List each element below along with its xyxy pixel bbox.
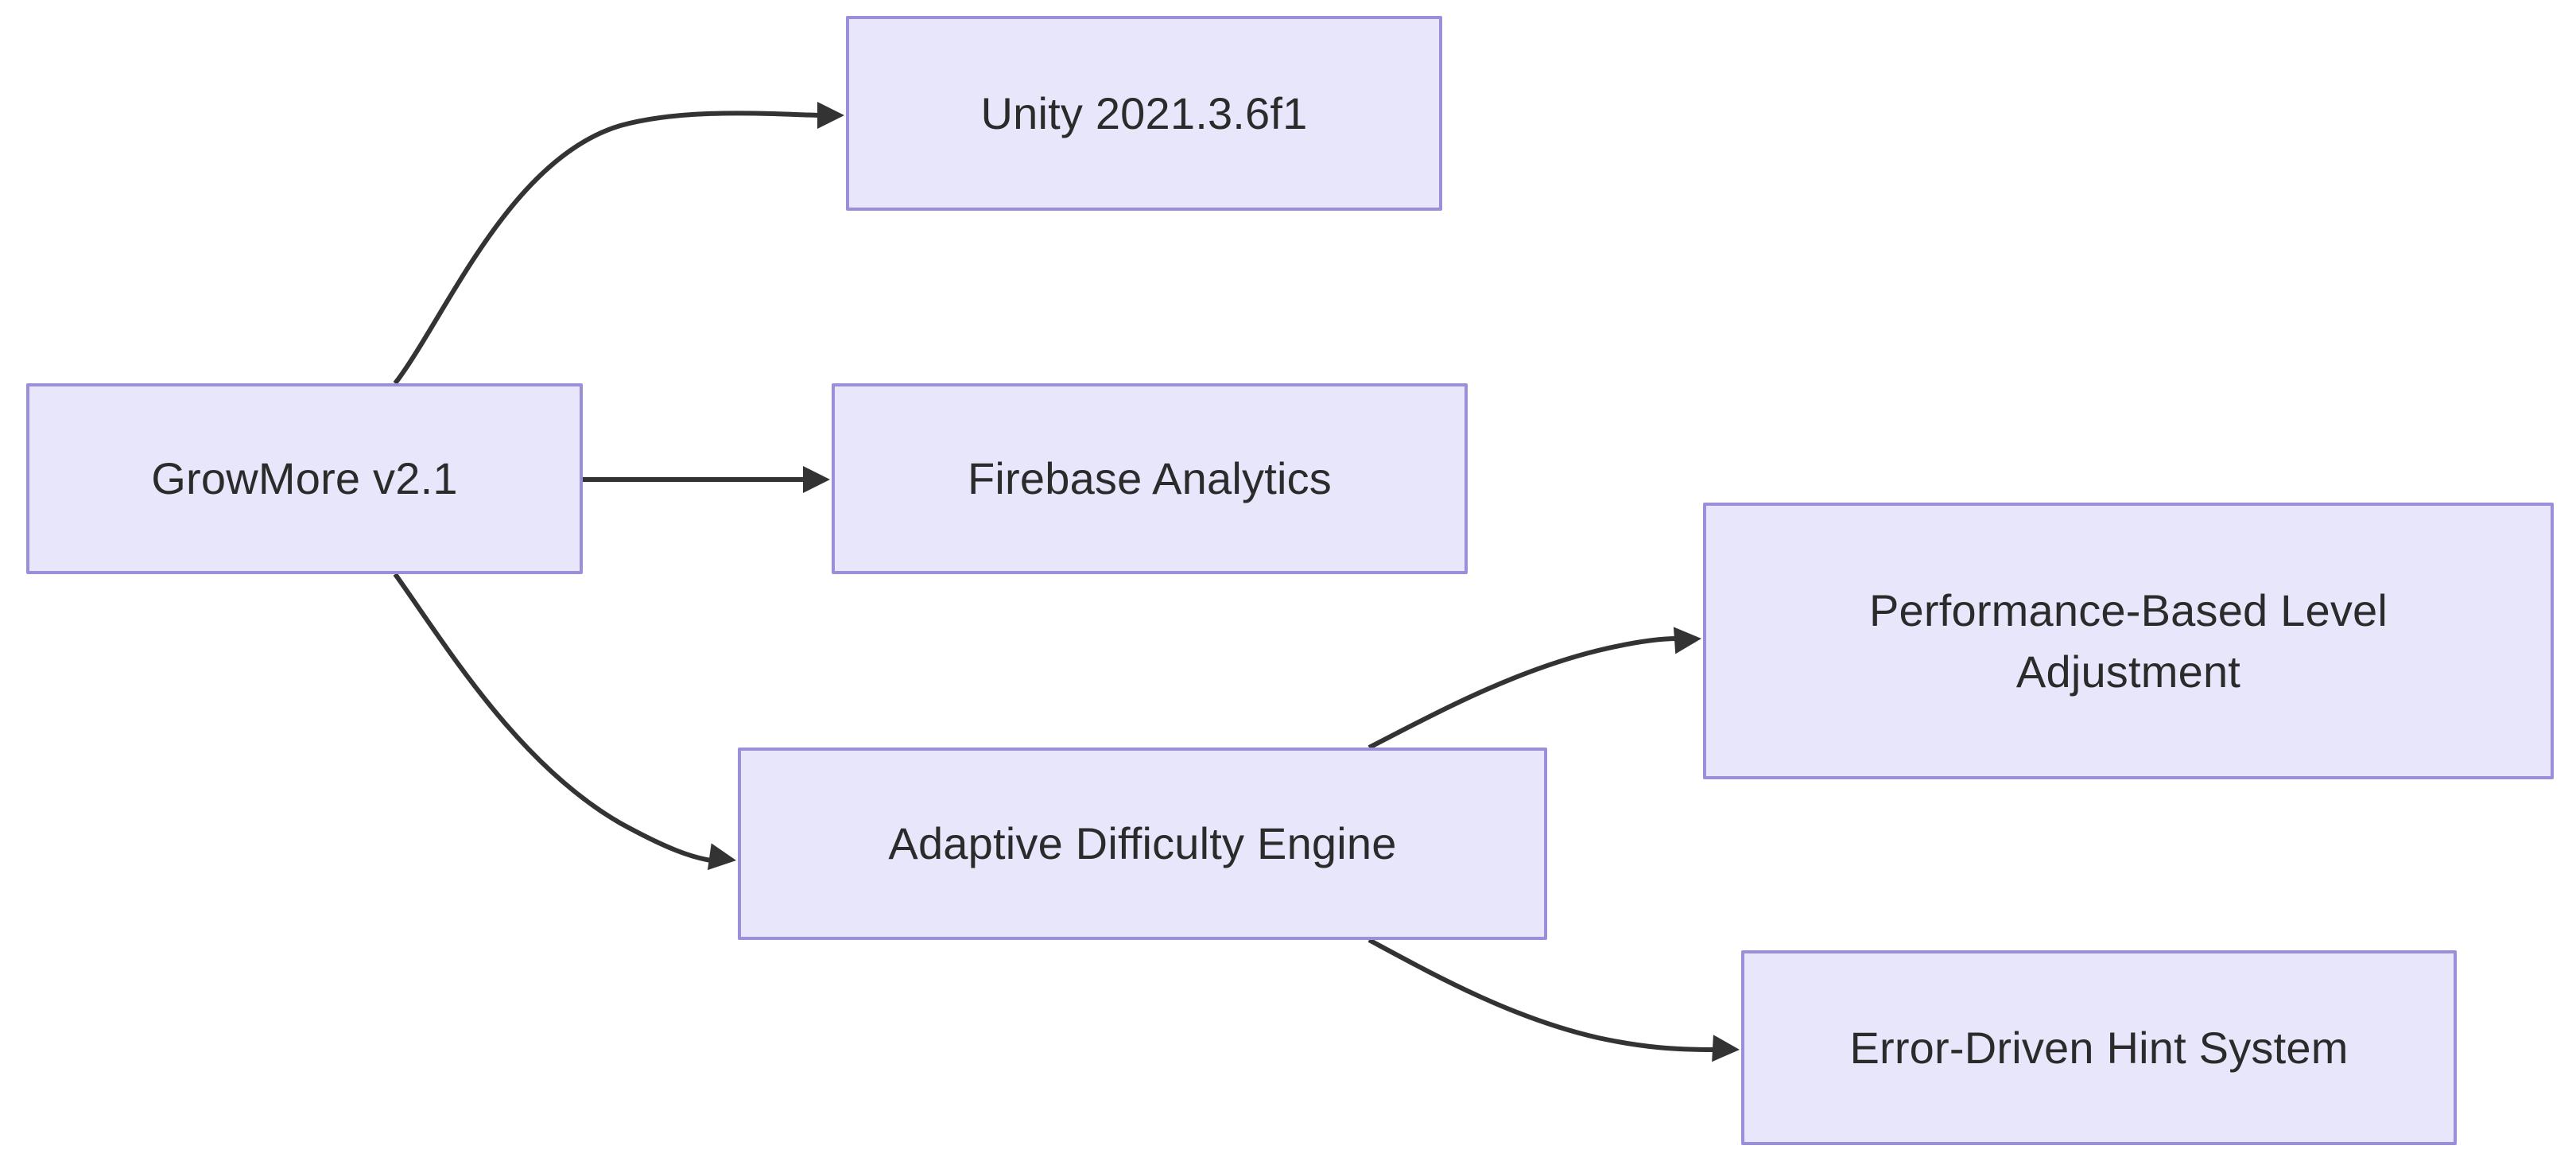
node-error-driven-hint-system[interactable]: Error-Driven Hint System [1741,950,2457,1145]
edge-line [1368,938,1717,1052]
edge-growmore-to-adaptive [393,573,736,871]
node-label: Performance-Based Level Adjustment [1868,584,2388,697]
node-unity[interactable]: Unity 2021.3.6f1 [846,16,1442,211]
edge-growmore-to-unity [393,102,844,385]
arrow-head-icon [817,102,844,129]
node-label: Unity 2021.3.6f1 [980,87,1308,138]
node-label: Firebase Analytics [967,453,1333,504]
node-growmore[interactable]: GrowMore v2.1 [26,383,583,574]
arrow-head-icon [803,466,830,493]
edge-line [393,573,712,863]
node-label: Error-Driven Hint System [1849,1022,2349,1073]
node-adaptive-difficulty-engine[interactable]: Adaptive Difficulty Engine [738,748,1547,940]
node-performance-based-level-adjustment[interactable]: Performance-Based Level Adjustment [1703,503,2554,779]
node-label: Adaptive Difficulty Engine [888,818,1397,869]
edge-line [1368,636,1678,750]
edge-adaptive-to-hint [1368,938,1740,1062]
edge-growmore-to-firebase [583,466,830,493]
node-firebase[interactable]: Firebase Analytics [832,383,1468,574]
arrow-head-icon [1712,1035,1740,1062]
arrow-head-icon [1673,627,1701,654]
edge-adaptive-to-performance [1368,627,1701,750]
arrow-head-icon [707,843,736,871]
edge-line [393,111,820,385]
node-label: GrowMore v2.1 [151,453,458,504]
